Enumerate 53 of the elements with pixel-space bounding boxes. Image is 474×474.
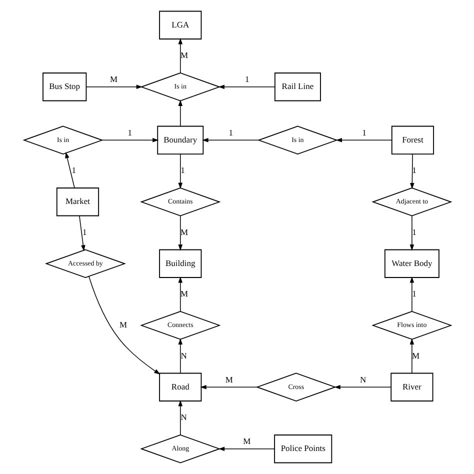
arrow — [202, 138, 259, 142]
arrow — [409, 216, 414, 251]
arrow — [178, 276, 182, 312]
arrow — [409, 338, 414, 374]
edge-label: 1 — [228, 127, 233, 138]
edge-label: M — [224, 374, 232, 384]
edge-label: M — [180, 226, 188, 237]
edge-label: M — [118, 320, 127, 330]
arrow — [178, 400, 182, 436]
arrow — [218, 446, 274, 452]
arrow — [64, 152, 74, 188]
arrow — [178, 338, 182, 374]
arrow — [178, 216, 182, 251]
node-box: Water Body — [384, 249, 439, 278]
arrow — [101, 138, 158, 142]
arrow — [410, 154, 414, 190]
edge-label: 1 — [180, 165, 184, 176]
arrow — [218, 84, 275, 90]
node-box: Police Points — [274, 434, 332, 464]
edge-label: 1 — [244, 74, 249, 84]
edge-label: N — [360, 374, 366, 384]
arrow — [334, 384, 391, 390]
node-box: River — [390, 372, 433, 402]
edge-label: 1 — [412, 165, 416, 176]
arrow — [200, 384, 257, 390]
edge-label: 1 — [82, 226, 86, 237]
node-box: Boundary — [156, 126, 204, 154]
arrow — [178, 100, 182, 126]
node-box: LGA — [158, 10, 202, 40]
node-box: Rail Line — [274, 72, 320, 102]
edge-label: N — [180, 412, 186, 422]
node-box: Road — [158, 372, 202, 402]
edge-label: 1 — [412, 288, 416, 299]
edge-label: N — [180, 350, 186, 360]
arrow — [178, 38, 182, 74]
edge-label: 1 — [412, 226, 416, 237]
edge-label: M — [180, 288, 188, 299]
edge-label: 1 — [127, 127, 132, 138]
edge-label: M — [110, 74, 118, 84]
edge-label: M — [180, 50, 188, 60]
arrow — [78, 216, 85, 252]
arrow — [178, 154, 182, 189]
edge-label: 1 — [71, 165, 76, 176]
node-box: Forest — [390, 126, 434, 154]
arrow — [409, 276, 414, 312]
arrow — [335, 138, 392, 142]
node-box: Building — [158, 249, 202, 278]
edge-label: 1 — [362, 127, 366, 138]
node-box: Bus Stop — [42, 72, 86, 102]
edge-label: M — [242, 436, 250, 446]
node-box: Market — [56, 188, 99, 216]
arrow — [88, 276, 160, 374]
arrow — [86, 84, 142, 90]
